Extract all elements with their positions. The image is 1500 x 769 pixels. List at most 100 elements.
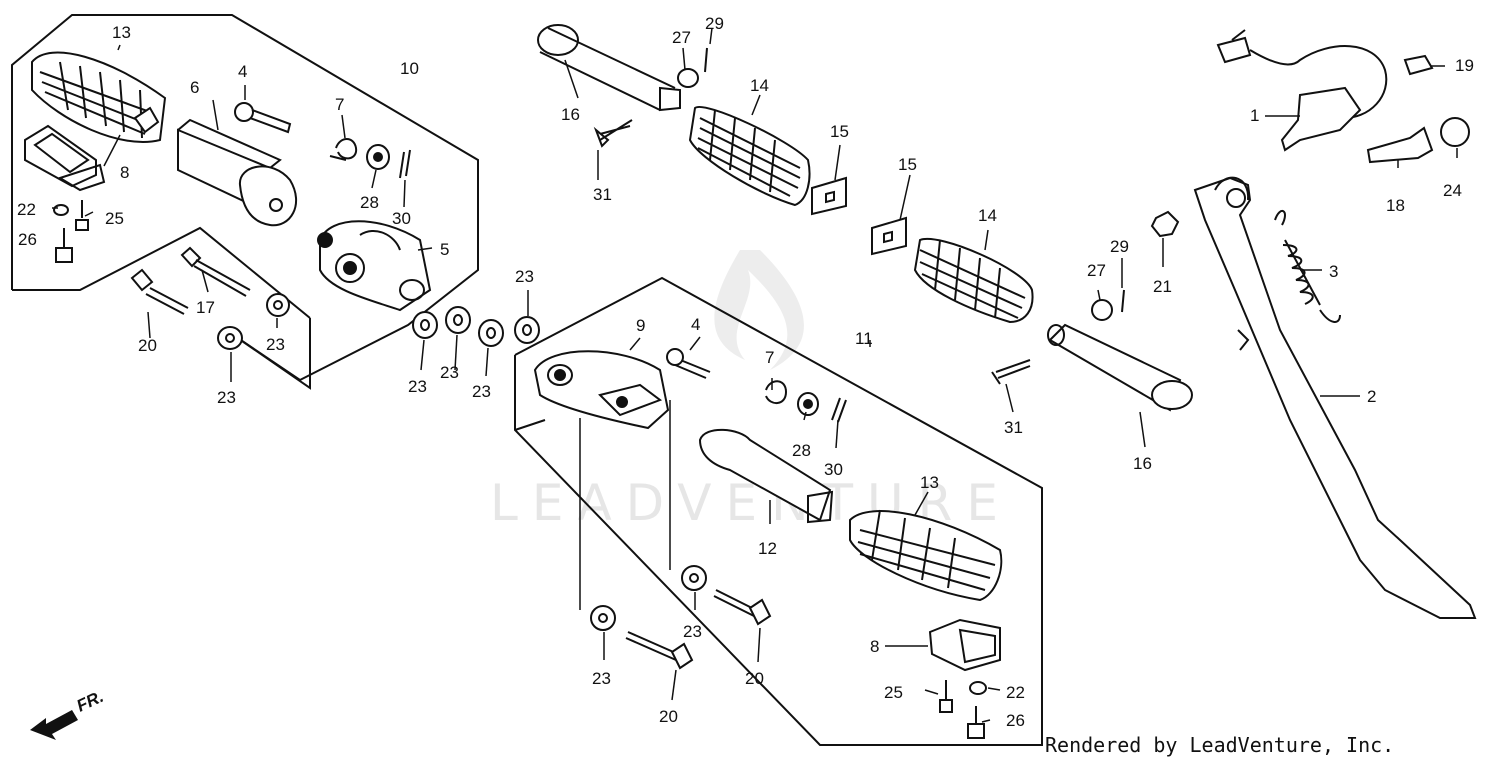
callout-16-mid: 16 — [1133, 454, 1152, 473]
callout-13-right: 13 — [920, 473, 939, 492]
callout-26-right: 26 — [1006, 711, 1025, 730]
callout-11: 11 — [855, 329, 873, 348]
watermark — [714, 250, 804, 370]
callout-29-top: 29 — [705, 14, 724, 33]
callout-6: 6 — [190, 78, 199, 97]
callout-25-left: 25 — [105, 209, 124, 228]
pillion-peg-shaft-top — [537, 24, 681, 112]
washer-27-top — [677, 68, 699, 88]
peg-shaft-12 — [698, 428, 834, 524]
callout-12: 12 — [758, 539, 777, 558]
callout-23-f: 23 — [266, 335, 285, 354]
clip-29-top — [704, 47, 708, 73]
callout-7-right: 7 — [765, 348, 774, 367]
plate-15-mid — [871, 216, 907, 256]
callout-8-left: 8 — [120, 163, 129, 182]
callout-numbers: 1 2 3 4 4 5 6 7 7 8 8 9 10 11 12 13 13 1… — [17, 14, 1474, 730]
nut-22-right — [969, 681, 987, 695]
callout-26-left: 26 — [18, 230, 37, 249]
front-arrow: FR. — [30, 687, 107, 740]
clevis-pin-31-mid — [991, 359, 1031, 385]
footpeg-bracket-right — [533, 350, 670, 430]
callout-2: 2 — [1367, 387, 1376, 406]
rubber-bracket-left — [24, 124, 106, 192]
callout-25-right: 25 — [884, 683, 903, 702]
left-frame-10 — [11, 14, 479, 382]
screw-25-right — [939, 680, 953, 713]
callout-15-top: 15 — [830, 122, 849, 141]
callout-23-g: 23 — [683, 622, 702, 641]
peg-shaft-6 — [177, 118, 297, 227]
callout-14-mid: 14 — [978, 206, 997, 225]
footpeg-bracket-left — [317, 220, 432, 312]
callout-28-right: 28 — [792, 441, 811, 460]
callout-13-left: 13 — [112, 23, 131, 42]
bolt-17 — [180, 246, 251, 297]
washer-27-mid — [1091, 299, 1113, 321]
callout-29-mid: 29 — [1110, 237, 1129, 256]
front-label: FR. — [74, 687, 107, 716]
callout-10: 10 — [400, 59, 419, 78]
callout-3: 3 — [1329, 262, 1338, 281]
callout-9: 9 — [636, 316, 645, 335]
callout-30-left: 30 — [392, 209, 411, 228]
pivot-bolt-18 — [1366, 126, 1434, 164]
callout-15-mid: 15 — [898, 155, 917, 174]
pillion-peg-shaft-mid — [1047, 323, 1193, 412]
left-frame-inner — [12, 226, 311, 319]
callout-30-right: 30 — [824, 460, 843, 479]
clip-29-mid — [1121, 289, 1125, 313]
rubber-bracket-right — [928, 618, 1001, 672]
callout-4-left: 4 — [238, 62, 247, 81]
callout-21: 21 — [1153, 277, 1172, 296]
callout-28-left: 28 — [360, 193, 379, 212]
callout-23-a: 23 — [515, 267, 534, 286]
cotter-pin-right — [831, 397, 847, 423]
callout-23-h: 23 — [592, 669, 611, 688]
bolt-19 — [1403, 54, 1434, 76]
callout-7-left: 7 — [335, 95, 344, 114]
cap-24 — [1440, 117, 1470, 147]
callout-20-right-a: 20 — [659, 707, 678, 726]
sidestand-switch — [1216, 29, 1388, 152]
callout-16-top: 16 — [561, 105, 580, 124]
washers-23 — [217, 293, 707, 631]
sidestand — [1193, 176, 1477, 619]
cotter-pin-left — [399, 149, 411, 179]
spring-left — [329, 138, 358, 161]
callout-17: 17 — [196, 298, 215, 317]
bolt-20-right-b — [713, 589, 772, 626]
callout-31-mid: 31 — [1004, 418, 1023, 437]
washer-28-left — [366, 144, 390, 170]
callout-1: 1 — [1250, 106, 1259, 125]
callout-14-top: 14 — [750, 76, 769, 95]
callout-20-right-b: 20 — [745, 669, 764, 688]
callout-24: 24 — [1443, 181, 1462, 200]
callout-20-left: 20 — [138, 336, 157, 355]
callout-22-right: 22 — [1006, 683, 1025, 702]
callout-19: 19 — [1455, 56, 1474, 75]
footpeg-right — [849, 509, 1003, 602]
spring-right — [765, 380, 788, 404]
callout-23-e: 23 — [217, 388, 236, 407]
bolt-20-right-a — [625, 631, 694, 670]
rubber-14-top — [688, 105, 811, 207]
clevis-pin-31-top — [593, 119, 633, 148]
bolt-26-right — [967, 706, 985, 739]
plate-15-top — [811, 176, 847, 216]
callout-18: 18 — [1386, 196, 1405, 215]
callout-5: 5 — [440, 240, 449, 259]
leader-lines — [52, 27, 1458, 723]
callout-8-right: 8 — [870, 637, 879, 656]
nut-21 — [1150, 210, 1180, 238]
callout-4-right: 4 — [691, 315, 700, 334]
callout-27-top: 27 — [672, 28, 691, 47]
callout-23-b: 23 — [408, 377, 427, 396]
pivot-pin-left — [234, 102, 292, 134]
bolt-20-left — [130, 268, 189, 315]
callout-23-d: 23 — [472, 382, 491, 401]
callout-23-c: 23 — [440, 363, 459, 382]
washer-28-right — [797, 392, 819, 416]
